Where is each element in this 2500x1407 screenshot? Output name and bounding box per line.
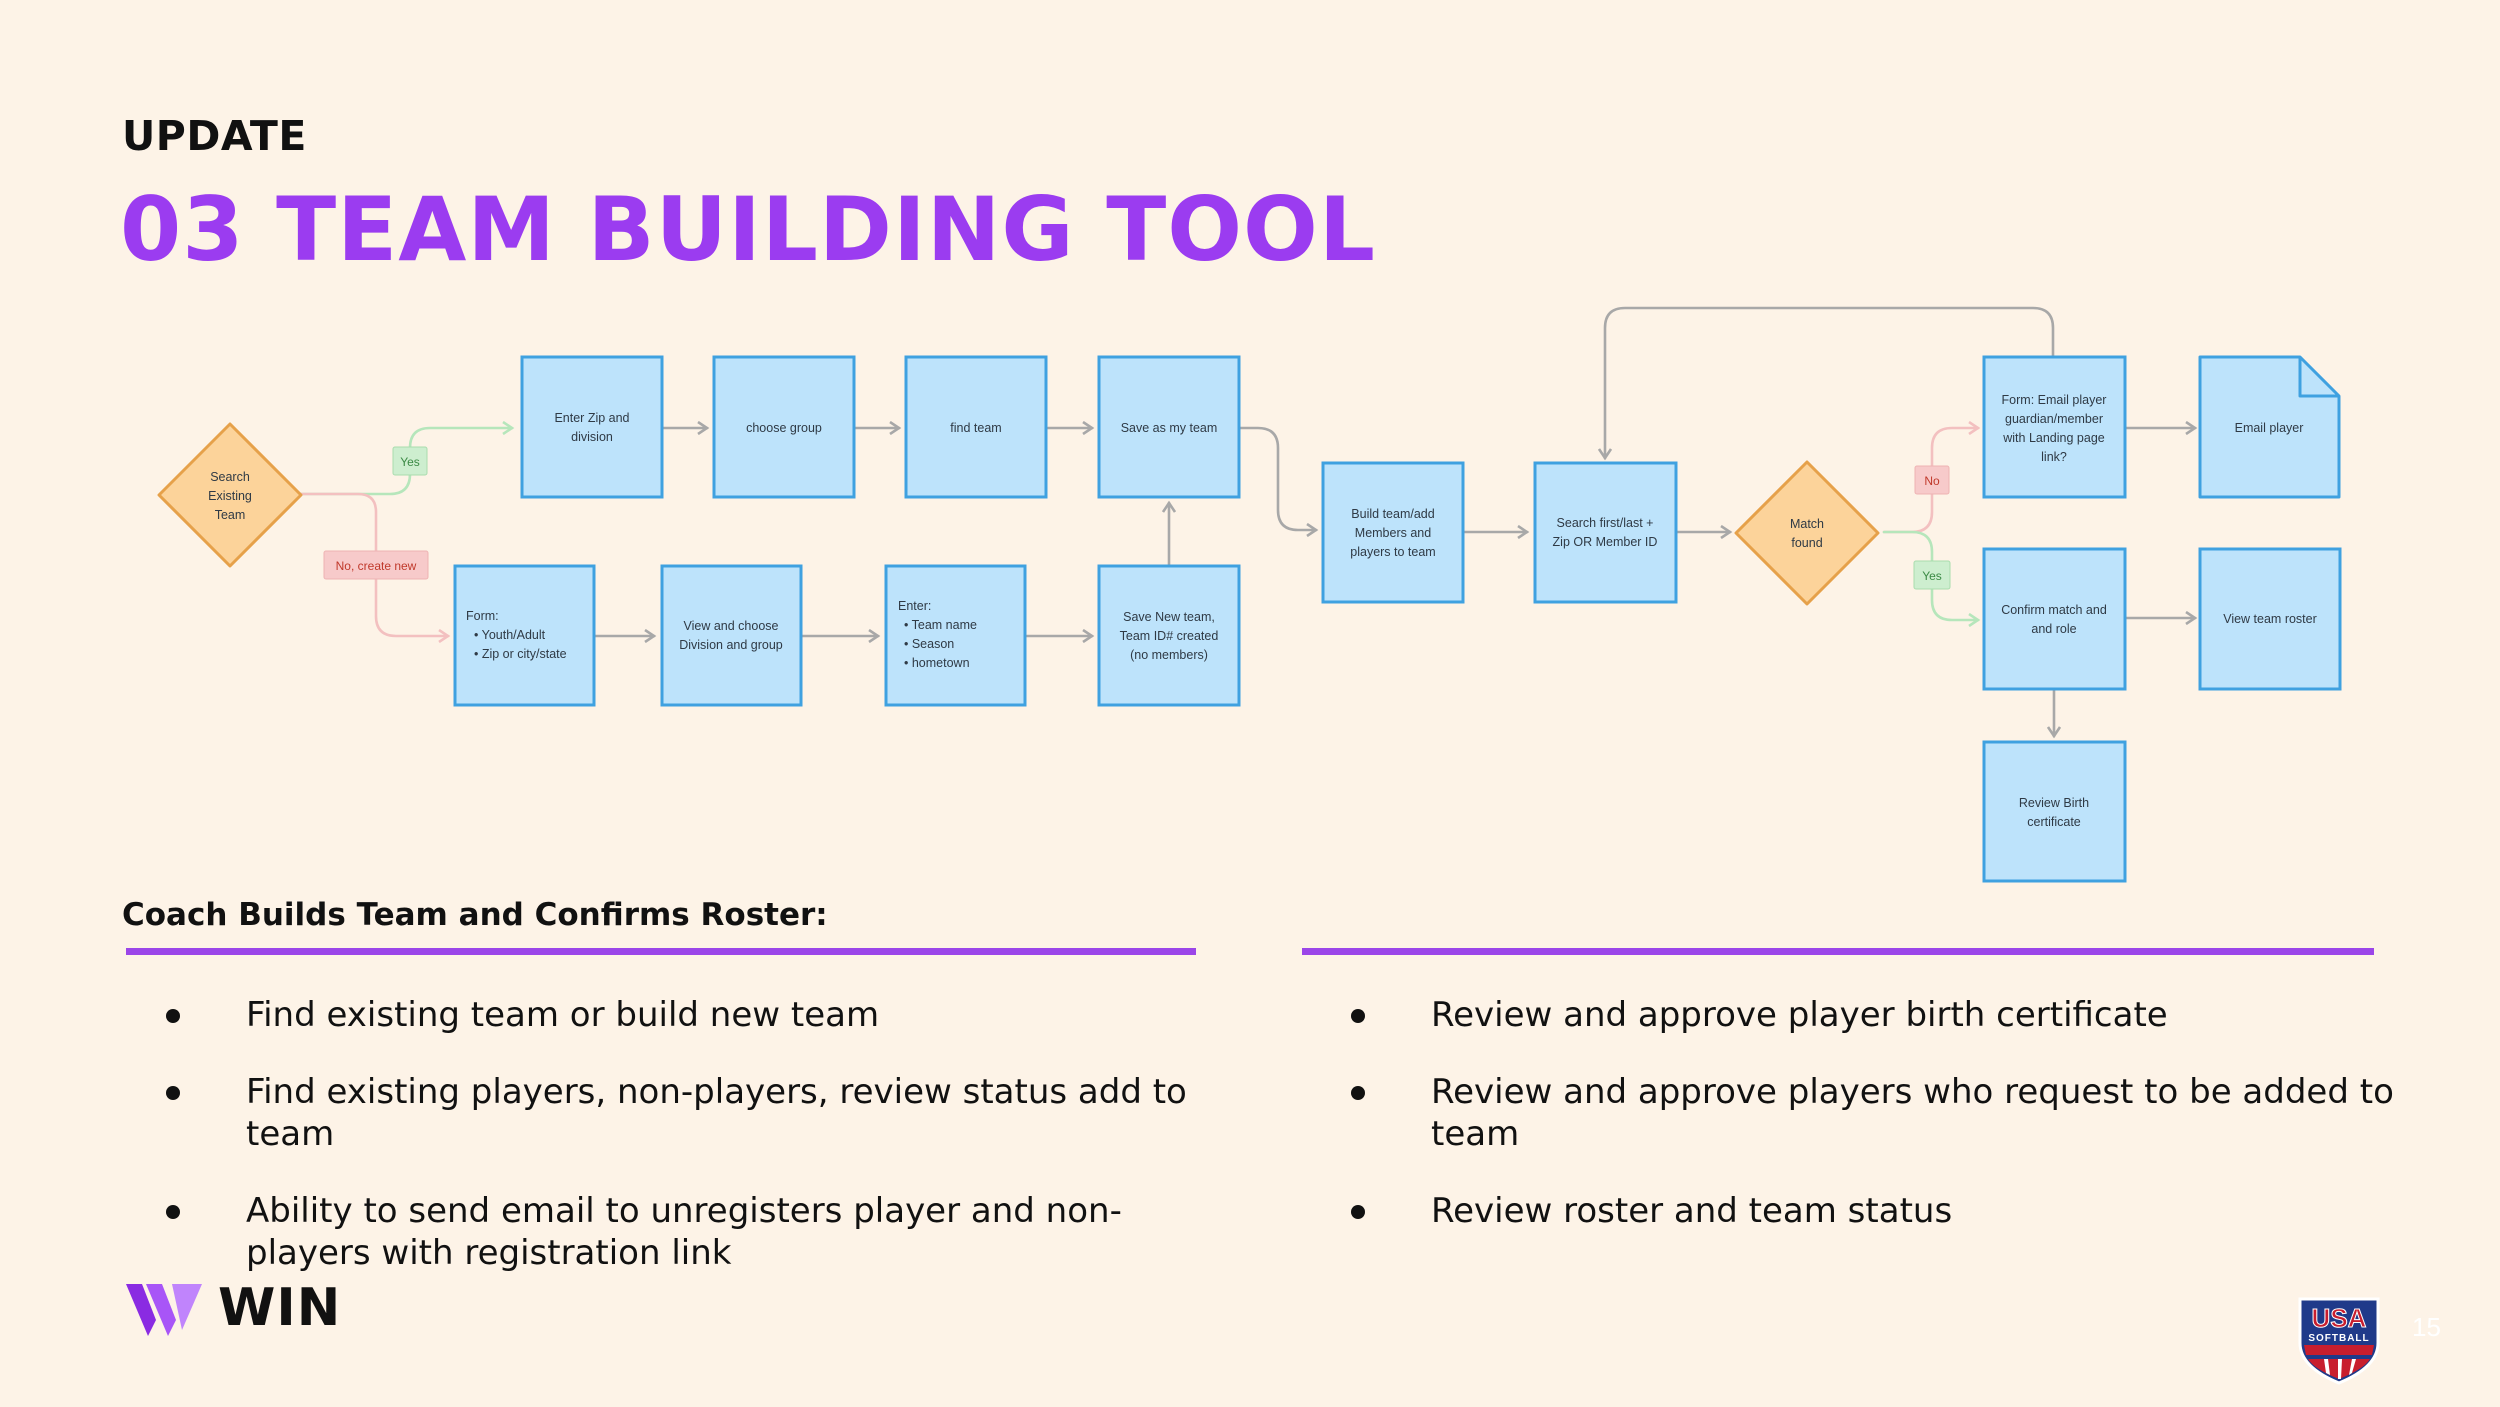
win-chevron-icon [126, 1284, 202, 1336]
list-item: Find existing players, non-players, revi… [160, 1071, 1210, 1155]
svg-text:No: No [1924, 474, 1940, 488]
node-enter-team-info: Enter:• Team name• Season• hometown [884, 564, 1027, 707]
node-save-new-team: Save New team,Team ID# created(no member… [1097, 564, 1241, 707]
page-number: 15 [2412, 1312, 2441, 1342]
win-wordmark: WIN [218, 1278, 342, 1338]
svg-text:USA: USA [2312, 1303, 2367, 1333]
tag-no-match: No [1914, 465, 1950, 495]
svg-text:Yes: Yes [400, 455, 420, 469]
tag-yes-match: Yes [1913, 560, 1951, 590]
bullet-list-left: Find existing team or build new team Fin… [160, 994, 1210, 1309]
svg-text:Search first/last +Zip OR Memb: Search first/last +Zip OR Member ID [1553, 516, 1658, 549]
node-find-team: find team [904, 355, 1048, 499]
list-item: Review roster and team status [1345, 1190, 2415, 1232]
tag-no-create-new: No, create new [323, 550, 429, 580]
node-form-youth-adult: Form:• Youth/Adult• Zip or city/state [453, 564, 596, 707]
bullet-list-right: Review and approve player birth certific… [1345, 994, 2415, 1267]
svg-text:Form:• Youth/Adult• Zip or cit: Form:• Youth/Adult• Zip or city/state [466, 609, 567, 661]
svg-text:Yes: Yes [1922, 569, 1942, 583]
list-item: Review and approve players who request t… [1345, 1071, 2415, 1155]
svg-text:No, create new: No, create new [336, 559, 417, 573]
svg-text:View team roster: View team roster [2223, 612, 2317, 626]
divider-left [126, 948, 1196, 955]
svg-text:find team: find team [950, 421, 1001, 435]
section-heading: Coach Builds Team and Confirms Roster: [122, 897, 828, 933]
bullet-icon [1351, 1086, 1365, 1100]
list-item: Review and approve player birth certific… [1345, 994, 2415, 1036]
node-view-team-roster: View team roster [2198, 547, 2342, 691]
svg-text:Save as my team: Save as my team [1121, 421, 1218, 435]
list-item: Ability to send email to unregisters pla… [160, 1190, 1210, 1274]
usa-softball-logo: USA SOFTBALL [2298, 1297, 2380, 1385]
list-item: Find existing team or build new team [160, 994, 1210, 1036]
connector-save-build [1238, 426, 1316, 530]
connectors [296, 306, 2195, 736]
svg-text:Email player: Email player [2235, 421, 2304, 435]
svg-text:Save New team,Team ID# created: Save New team,Team ID# created(no member… [1120, 610, 1219, 662]
connector-formemail-back [1605, 306, 2055, 458]
win-logo: WIN [126, 1278, 341, 1338]
bullet-icon [1351, 1009, 1365, 1023]
bullet-icon [166, 1086, 180, 1100]
bullet-icon [1351, 1205, 1365, 1219]
bullet-icon [166, 1009, 180, 1023]
node-search-first-last: Search first/last +Zip OR Member ID [1533, 461, 1678, 604]
tag-yes-existing: Yes [392, 446, 428, 476]
svg-text:SOFTBALL: SOFTBALL [2308, 1333, 2369, 1344]
eyebrow-label: UPDATE [122, 112, 307, 160]
svg-text:choose group: choose group [746, 421, 822, 435]
node-email-player-document: Email player [2198, 355, 2341, 499]
bullet-icon [166, 1205, 180, 1219]
divider-right [1302, 948, 2374, 955]
svg-text:Enter:• Team name• Season• hom: Enter:• Team name• Season• hometown [898, 599, 977, 670]
node-save-as-my-team: Save as my team [1097, 355, 1241, 499]
node-choose-group: choose group [712, 355, 856, 499]
page-title: 03 TEAM BUILDING TOOL [120, 178, 1376, 281]
